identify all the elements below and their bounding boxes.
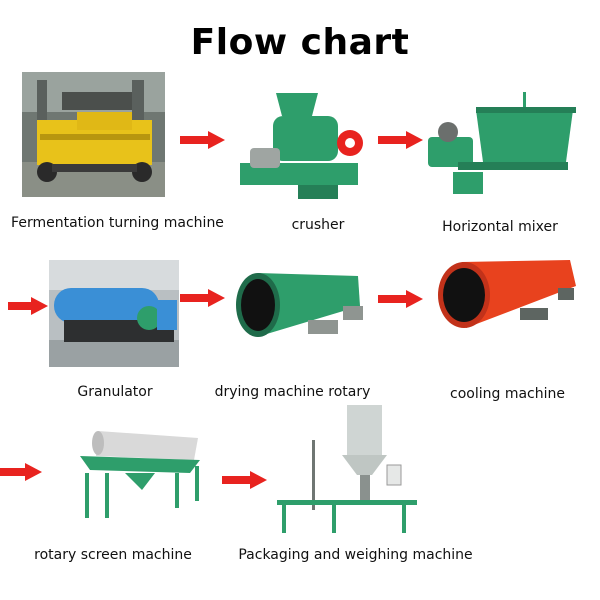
step-label-granulator: Granulator: [77, 384, 153, 400]
step-label-crusher: crusher: [291, 217, 345, 233]
packaging-scale-photo: [272, 405, 417, 535]
step-label-screen: rotary screen machine: [34, 547, 192, 563]
cooling-machine-photo: [430, 258, 580, 333]
arrow-right-icon: [378, 130, 423, 150]
crusher-photo: [238, 88, 366, 203]
arrow-right-icon: [222, 470, 267, 490]
step-label-packaging: Packaging and weighing machine: [238, 547, 473, 563]
step-label-dryer: drying machine rotary: [214, 384, 371, 400]
arrow-right-icon: [180, 288, 225, 308]
diagram-title: Flow chart: [190, 22, 410, 63]
rotary-dryer-photo: [228, 268, 368, 340]
rotary-screen-photo: [70, 428, 202, 523]
arrow-right-icon: [0, 462, 42, 482]
arrow-right-icon: [180, 130, 225, 150]
fermentation-turner-photo: [22, 72, 165, 197]
step-label-mixer: Horizontal mixer: [442, 219, 558, 235]
arrow-right-icon: [378, 289, 423, 309]
arrow-right-icon: [8, 296, 48, 316]
granulator-photo: [49, 260, 179, 367]
step-label-cooler: cooling machine: [450, 386, 565, 402]
horizontal-mixer-photo: [428, 92, 578, 197]
step-label-fermentation: Fermentation turning machine: [11, 215, 224, 231]
